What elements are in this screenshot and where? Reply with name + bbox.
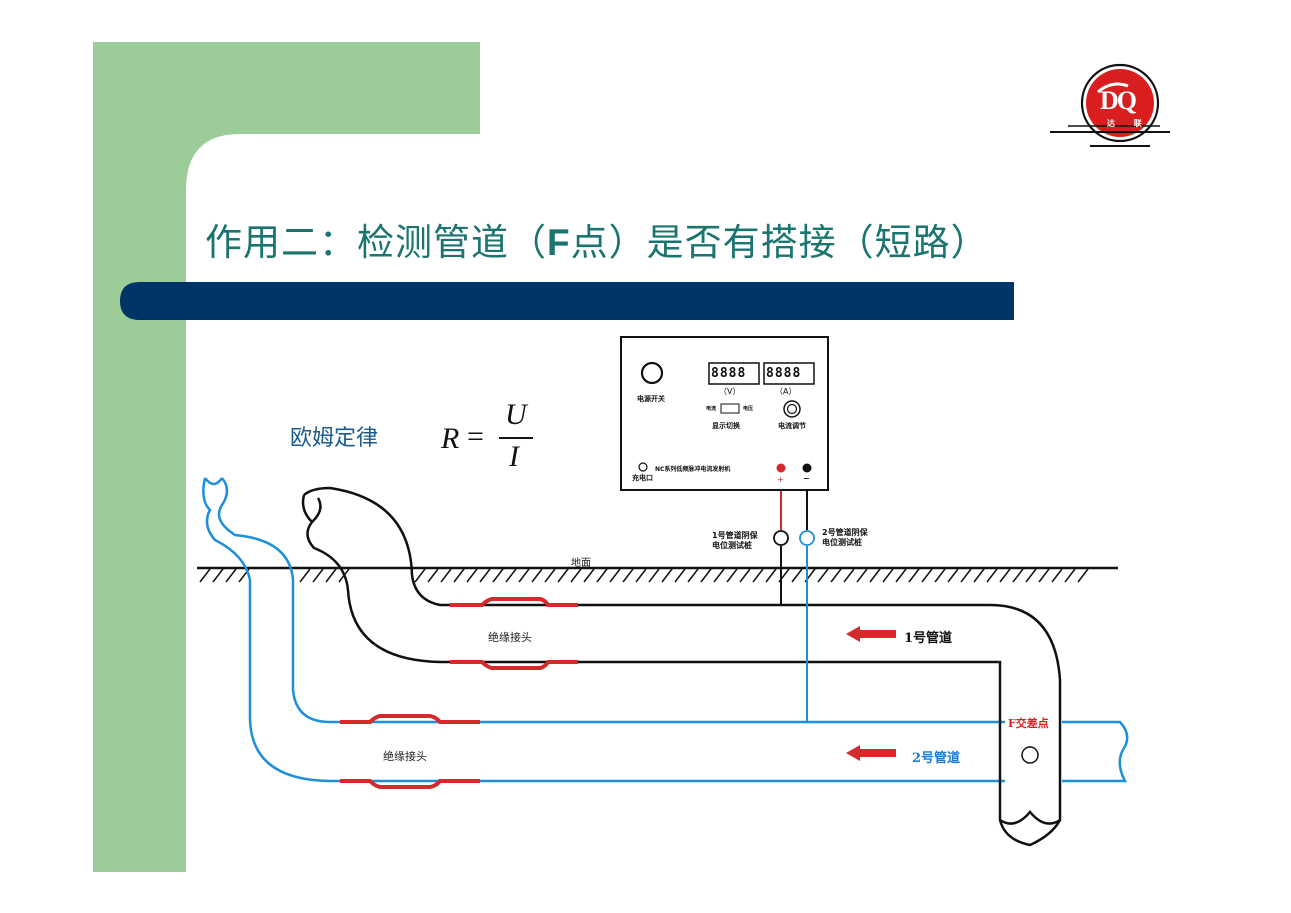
cross-point-label: F交差点	[1008, 717, 1049, 730]
plus-label: +	[777, 475, 784, 484]
test-post-2-icon	[799, 530, 815, 546]
ground-label: 地面	[571, 558, 591, 569]
formula-i: I	[509, 440, 519, 473]
title-prefix: 作用二：检测管道（	[205, 221, 547, 264]
amp-unit: （A）	[775, 387, 797, 396]
switch-right-label: 电压	[743, 406, 754, 412]
flow-arrow-2	[846, 745, 896, 761]
ohm-law-label: 欧姆定律	[290, 426, 379, 451]
insulation-joint-1	[450, 597, 578, 670]
page-title: 作用二：检测管道（F点）是否有搭接（短路）	[205, 212, 989, 266]
insulation-joint-2	[340, 714, 480, 789]
model-name-label: NC系列低频脉冲电流发射机	[655, 466, 731, 473]
test-post-1-line1: 1号管道阴保	[712, 531, 758, 540]
test-post-2-line2: 电位测试桩	[822, 538, 862, 547]
cross-point-marker	[1021, 746, 1039, 764]
flow-arrow-1	[846, 626, 896, 642]
insulation-joint-2-label: 绝缘接头	[383, 750, 427, 763]
test-post-1-icon	[773, 530, 789, 546]
company-logo	[1050, 63, 1170, 147]
green-decor	[93, 42, 480, 872]
test-post-1-line2: 电位测试桩	[712, 541, 752, 550]
formula-u: U	[505, 398, 527, 431]
display-switch-label: 显示切换	[712, 422, 740, 430]
current-adjust-label: 电流调节	[778, 422, 806, 430]
pipe-1	[301, 486, 1062, 847]
logo-letters: DQ	[1100, 86, 1137, 115]
fraction-bar	[499, 437, 533, 439]
pipe-2-label: 2号管道	[912, 751, 961, 766]
pipe-1-label: 1号管道	[904, 631, 953, 646]
formula-eq: =	[467, 420, 484, 453]
transmitter-device	[620, 336, 829, 491]
logo-caption: 达 联	[1107, 119, 1150, 128]
insulation-joint-1-label: 绝缘接头	[488, 631, 532, 644]
minus-terminal	[802, 463, 812, 473]
test-post-2-label: 2号管道阴保电位测试桩	[822, 528, 868, 548]
charge-port-label: 充电口	[632, 474, 653, 482]
volt-unit: （V）	[719, 387, 741, 396]
test-post-1-label: 1号管道阴保电位测试桩	[712, 531, 758, 551]
volt-display: 8888	[711, 366, 747, 381]
title-bold: F	[547, 222, 571, 263]
ground-line	[197, 566, 1118, 583]
power-switch-label: 电源开关	[637, 395, 665, 403]
amp-display: 8888	[766, 366, 802, 381]
test-post-2-line1: 2号管道阴保	[822, 528, 868, 537]
minus-label: −	[803, 474, 810, 483]
navy-title-bar	[120, 282, 1014, 320]
plus-terminal	[776, 463, 786, 473]
formula-r: R	[441, 422, 460, 455]
pipe-2	[202, 477, 1129, 783]
title-suffix: 点）是否有搭接（短路）	[570, 221, 989, 264]
switch-left-label: 电流	[706, 406, 717, 412]
wires	[780, 490, 808, 722]
